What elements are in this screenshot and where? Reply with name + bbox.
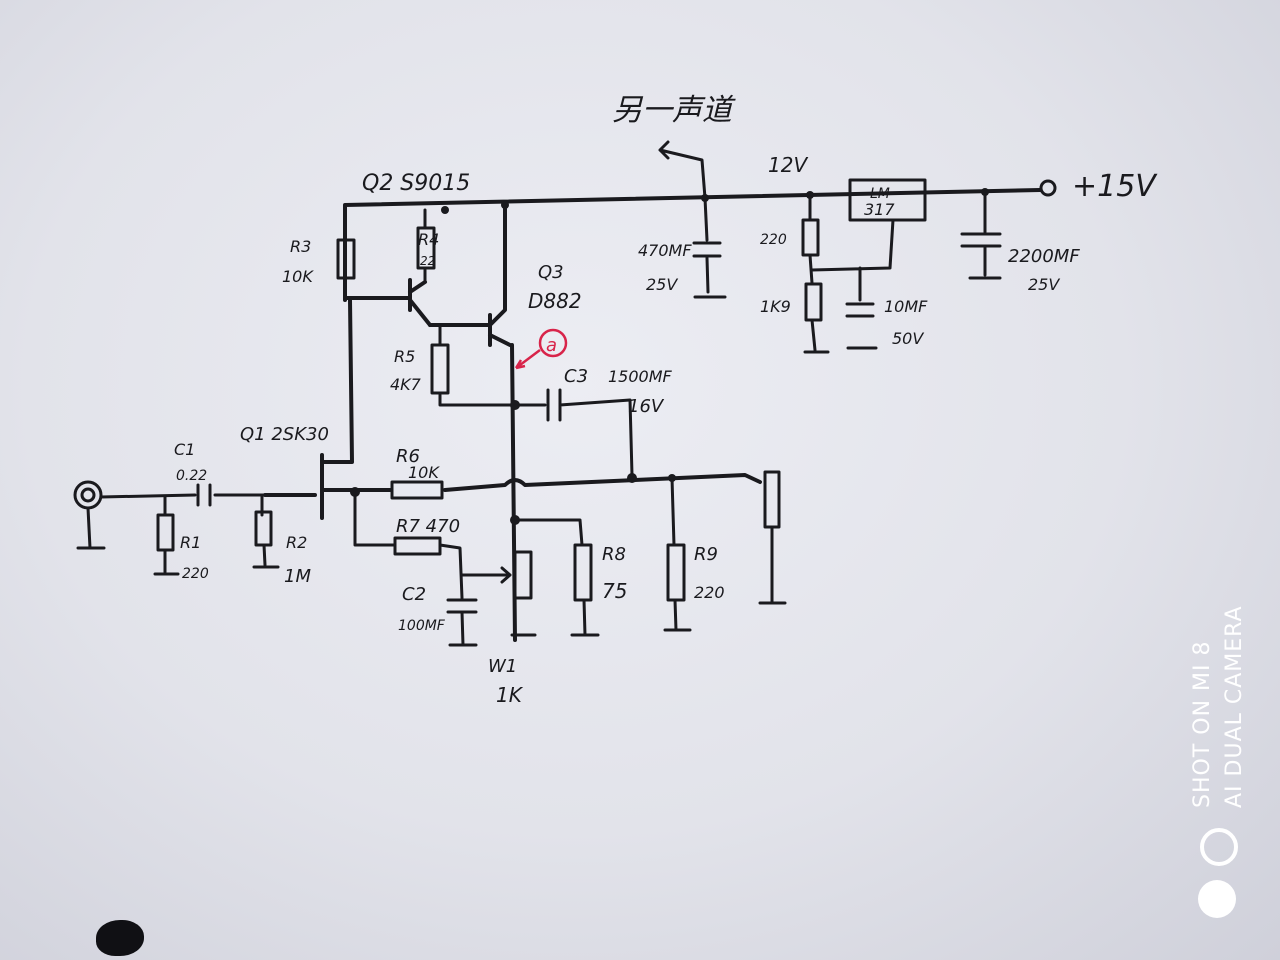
resistor-r9 — [666, 543, 686, 602]
label-q3-part: D882 — [528, 289, 582, 313]
label-reg-r-bottom: 1K9 — [760, 297, 791, 316]
label-r4-name: R4 — [418, 230, 439, 249]
label-r4-value: 22 — [420, 254, 435, 268]
resistor-r7 — [393, 536, 442, 556]
label-q2: Q2 S9015 — [362, 171, 470, 196]
label-317: 317 — [864, 200, 895, 219]
label-r3-value: 10K — [282, 267, 314, 286]
label-r8-value: 75 — [602, 579, 627, 603]
wire-output-rail — [353, 473, 762, 492]
label-c3-name: C3 — [564, 366, 588, 387]
transistor-q1 — [263, 298, 357, 520]
potentiometer-w1 — [513, 550, 533, 600]
resistor-r3 — [336, 238, 356, 280]
label-2200mf-voltage: 25V — [1028, 275, 1060, 294]
label-c1-value: 0.22 — [176, 468, 207, 484]
label-r9-value: 220 — [694, 583, 725, 602]
watermark-dot-icon — [1198, 880, 1236, 918]
label-470mf-value: 470MF — [638, 241, 692, 260]
label-r1-value: 220 — [182, 566, 209, 582]
wire-r7 — [353, 488, 464, 600]
label-r8-name: R8 — [602, 544, 626, 565]
label-r6-name: R6 — [396, 446, 420, 467]
watermark-line-1: SHOT ON MI 8 — [1190, 640, 1215, 808]
resistor-r2 — [254, 510, 273, 547]
resistor-r5 — [430, 343, 450, 395]
camera-watermark: SHOT ON MI 8 AI DUAL CAMERA — [1180, 600, 1260, 930]
label-c1-name: C1 — [174, 440, 195, 459]
label-r5-value: 4K7 — [390, 375, 422, 394]
label-470mf-voltage: 25V — [646, 275, 678, 294]
label-r6-value: 10K — [408, 463, 440, 482]
label-q1: Q1 2SK30 — [240, 424, 329, 445]
label-w1-value: 1K — [496, 683, 524, 707]
label-lm: LM — [870, 186, 890, 202]
label-10mf-voltage: 50V — [892, 329, 924, 348]
label-r5-name: R5 — [394, 347, 415, 366]
label-r7: R7 470 — [396, 516, 460, 537]
transistor-q3 — [428, 203, 512, 347]
label-10mf-value: 10MF — [884, 297, 928, 316]
note-other-channel: 另一声道 — [612, 93, 736, 128]
wiper-arrow — [460, 566, 512, 584]
input-jack-inner — [80, 487, 96, 503]
label-rail-12v: 12V — [768, 153, 808, 177]
wire-r5 — [438, 323, 517, 407]
capacitor-2200mf — [960, 190, 1002, 280]
wire-speaker — [758, 525, 787, 605]
capacitor-c3 — [513, 388, 634, 477]
capacitor-c1 — [196, 483, 212, 507]
resistor-1k9 — [804, 282, 823, 322]
junction-dot — [627, 473, 637, 483]
marker-arrow — [514, 349, 541, 370]
wire-input — [76, 493, 267, 550]
label-supply-15v: +15V — [1072, 169, 1158, 204]
label-c2-value: 100MF — [398, 618, 446, 634]
ink-blot — [96, 920, 144, 956]
capacitor-10mf — [845, 302, 875, 318]
capacitor-470mf — [692, 196, 727, 299]
resistor-220 — [801, 218, 820, 257]
marker-circle — [538, 328, 568, 358]
wire-r8 — [513, 518, 600, 637]
wire-r9 — [663, 476, 692, 632]
label-w1-name: W1 — [488, 656, 517, 677]
resistor-r4 — [416, 226, 436, 270]
speaker-load — [763, 470, 781, 529]
label-r1-name: R1 — [180, 533, 201, 552]
label-c3-voltage: 16V — [628, 396, 665, 417]
wire-reg-divider — [803, 193, 895, 354]
wire-other-channel — [658, 140, 707, 200]
wire-r2 — [252, 495, 280, 569]
transistor-q2 — [343, 278, 432, 327]
label-r3-name: R3 — [290, 237, 311, 256]
resistor-r8 — [573, 543, 593, 602]
watermark-line-2: AI DUAL CAMERA — [1222, 605, 1247, 808]
label-r9-name: R9 — [694, 544, 718, 565]
label-2200mf-value: 2200MF — [1008, 246, 1080, 267]
label-r2-name: R2 — [286, 533, 307, 552]
label-reg-r-top: 220 — [760, 232, 787, 248]
input-jack-outer — [73, 480, 103, 510]
watermark-ring-icon — [1200, 828, 1238, 866]
junction-dot — [441, 206, 449, 214]
marker-label: a — [546, 335, 557, 356]
wire-r1 — [153, 495, 180, 576]
capacitor-c2 — [446, 598, 478, 647]
label-r2-value: 1M — [284, 566, 311, 587]
regulator-lm317 — [848, 178, 927, 222]
label-c2-name: C2 — [402, 584, 426, 605]
resistor-r6 — [390, 480, 444, 500]
resistor-r1 — [156, 513, 175, 552]
label-q3-name: Q3 — [538, 262, 564, 283]
supply-terminal — [1039, 179, 1057, 197]
label-c3-value: 1500MF — [608, 367, 673, 386]
